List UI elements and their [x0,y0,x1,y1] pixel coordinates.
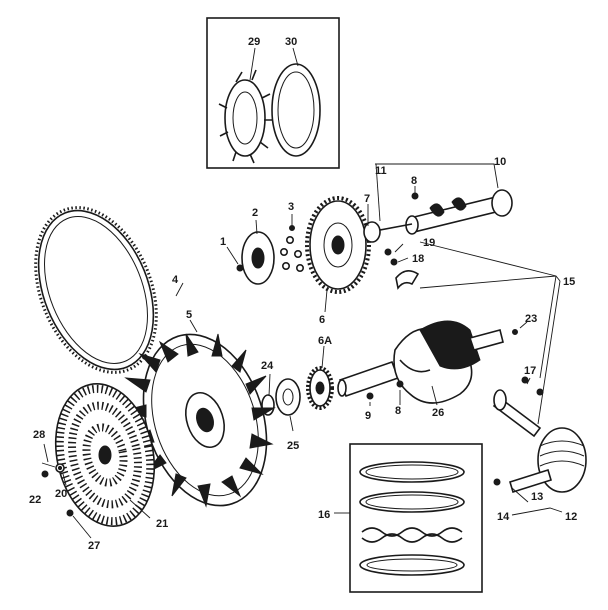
callout-2: 2 [252,207,258,219]
callout-22: 22 [29,494,41,506]
callout-10: 10 [494,156,506,168]
callout-6: 6 [319,314,325,326]
thrust-washer-part-30 [271,63,321,157]
callout-28: 28 [33,429,45,441]
washer-part-25 [275,378,301,416]
screen-hardware [41,443,74,517]
callout-25: 25 [287,440,299,452]
leader-lines [41,163,563,539]
callout-26: 26 [432,407,444,419]
callout-27: 27 [88,540,100,552]
callout-29: 29 [248,36,260,48]
callout-8-bottom: 8 [395,405,401,417]
callout-labels: 29 30 1 2 3 4 5 6 6A 7 8 8 9 10 11 12 13… [29,36,577,552]
callout-9: 9 [365,410,371,422]
callout-16: 16 [318,509,330,521]
callout-4: 4 [172,274,179,286]
flywheel-fan-part-5 [121,333,276,508]
callout-12: 12 [565,511,577,523]
callout-7: 7 [364,193,370,205]
piston-rings-box-part-16 [349,443,483,593]
callout-13: 13 [531,491,543,503]
connecting-rod-part-17 [492,376,544,438]
callout-1: 1 [220,236,226,248]
pin-clip-part-14 [493,478,501,486]
camshaft-part-10 [363,189,513,243]
governor-plate-part-29 [218,69,273,164]
crankshaft-part-26 [337,320,518,404]
callout-19: 19 [423,237,435,249]
callout-24: 24 [261,360,274,372]
callout-6a: 6A [318,335,332,347]
callout-17: 17 [524,365,536,377]
cam-gear-part-6 [305,196,371,294]
callout-21: 21 [156,518,168,530]
callout-14: 14 [497,511,510,523]
callout-11: 11 [375,165,387,177]
inset-governor-box [206,17,340,169]
governor-parts-1-2-3 [236,225,304,285]
callout-20: 20 [55,488,67,500]
callout-15: 15 [563,276,575,288]
callout-5: 5 [186,309,192,321]
tappets-parts-18-19 [384,248,420,290]
callout-8-top: 8 [411,175,417,187]
callout-23: 23 [525,313,537,325]
ring-gear-part-4 [34,206,158,374]
callout-3: 3 [288,201,294,213]
callout-18: 18 [412,253,424,265]
piston-pin-part-13 [509,468,552,494]
crank-gear-part-6a [306,366,334,410]
ring-part-24 [261,394,275,416]
callout-30: 30 [285,36,297,48]
